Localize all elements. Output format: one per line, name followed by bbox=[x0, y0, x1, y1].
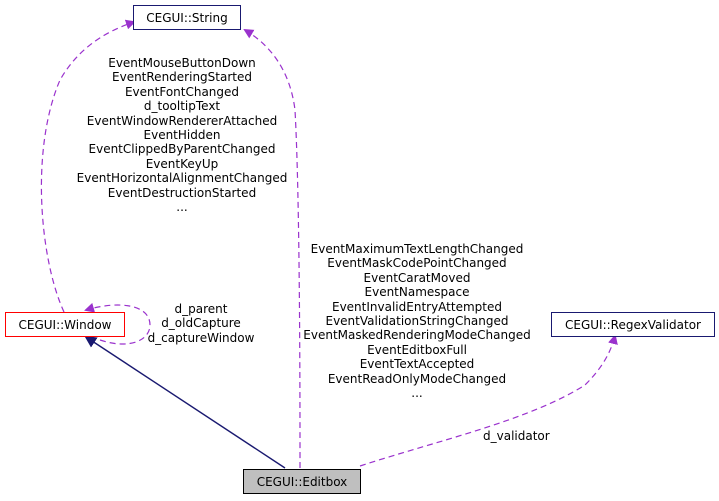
label-window-self: d_parent d_oldCapture d_captureWindow bbox=[148, 302, 255, 345]
label-editbox-to-validator: d_validator bbox=[483, 429, 550, 443]
edge-window-self bbox=[84, 302, 151, 345]
edge-editbox-inherits-window bbox=[84, 335, 286, 469]
label-line: d_parent bbox=[174, 302, 228, 316]
label-line: EventClippedByParentChanged bbox=[88, 142, 276, 157]
node-cegui-string[interactable]: CEGUI::String bbox=[133, 5, 241, 30]
label-line: EventReadOnlyModeChanged bbox=[327, 371, 507, 386]
node-cegui-window-label: CEGUI::Window bbox=[18, 317, 112, 332]
label-line: EventInvalidEntryAttempted bbox=[331, 299, 502, 314]
label-editbox-to-string: EventMaximumTextLengthChanged EventMaskC… bbox=[303, 242, 530, 400]
label-line: EventValidationStringChanged bbox=[325, 314, 509, 329]
edge-window-to-string bbox=[40, 19, 136, 313]
edge-editbox-to-validator bbox=[359, 334, 618, 467]
label-line: EventWindowRendererAttached bbox=[86, 113, 278, 128]
edge-editbox-to-string bbox=[243, 28, 301, 469]
label-line: EventRenderingStarted bbox=[112, 70, 252, 85]
label-line: EventKeyUp bbox=[145, 156, 219, 171]
label-line: EventMaskCodePointChanged bbox=[327, 256, 507, 271]
label-line: ... bbox=[411, 386, 423, 401]
label-line: EventEditboxFull bbox=[367, 342, 467, 357]
label-line: EventHidden bbox=[143, 128, 221, 143]
label-line: EventDestructionStarted bbox=[107, 185, 257, 200]
label-line: d_captureWindow bbox=[147, 330, 255, 345]
label-line: EventMouseButtonDown bbox=[108, 56, 256, 70]
label-line: EventCaratMoved bbox=[363, 270, 471, 285]
label-line: d_oldCapture bbox=[161, 316, 241, 331]
label-line: d_validator bbox=[483, 429, 550, 443]
label-line: EventFontChanged bbox=[124, 84, 240, 99]
node-cegui-window[interactable]: CEGUI::Window bbox=[5, 312, 125, 337]
label-line: EventMaximumTextLengthChanged bbox=[310, 242, 524, 256]
label-line: EventHorizontalAlignmentChanged bbox=[76, 171, 288, 186]
label-line: EventTextAccepted bbox=[359, 357, 475, 372]
label-window-to-string: EventMouseButtonDown EventRenderingStart… bbox=[77, 56, 288, 214]
node-cegui-editbox-label: CEGUI::Editbox bbox=[256, 474, 348, 489]
node-cegui-regexvalidator[interactable]: CEGUI::RegexValidator bbox=[551, 312, 715, 337]
label-line: d_tooltipText bbox=[143, 99, 221, 114]
label-line: ... bbox=[176, 200, 188, 215]
node-cegui-editbox[interactable]: CEGUI::Editbox bbox=[243, 469, 361, 494]
node-cegui-string-label: CEGUI::String bbox=[146, 10, 228, 25]
node-cegui-regexvalidator-label: CEGUI::RegexValidator bbox=[565, 317, 701, 332]
label-line: EventMaskedRenderingModeChanged bbox=[303, 328, 531, 343]
label-line: EventNamespace bbox=[364, 285, 470, 300]
